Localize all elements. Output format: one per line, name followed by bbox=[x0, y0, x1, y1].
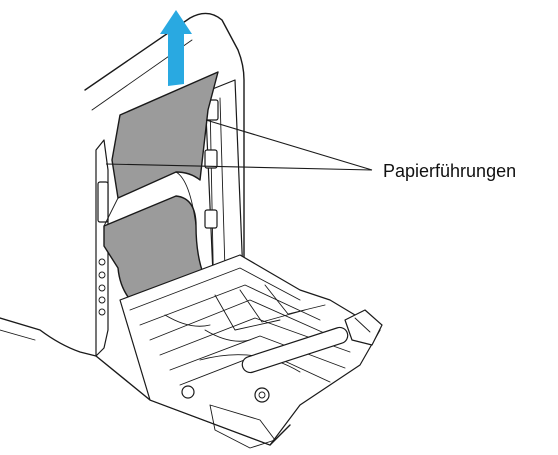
left-side-panel bbox=[95, 139, 109, 357]
arrow-up-icon bbox=[160, 10, 192, 86]
callout-leader-lines bbox=[105, 119, 373, 171]
paper-transport-mechanism bbox=[119, 254, 383, 449]
paper-sheet bbox=[103, 71, 219, 305]
paper-guides-label: Papierführungen bbox=[383, 161, 517, 181]
